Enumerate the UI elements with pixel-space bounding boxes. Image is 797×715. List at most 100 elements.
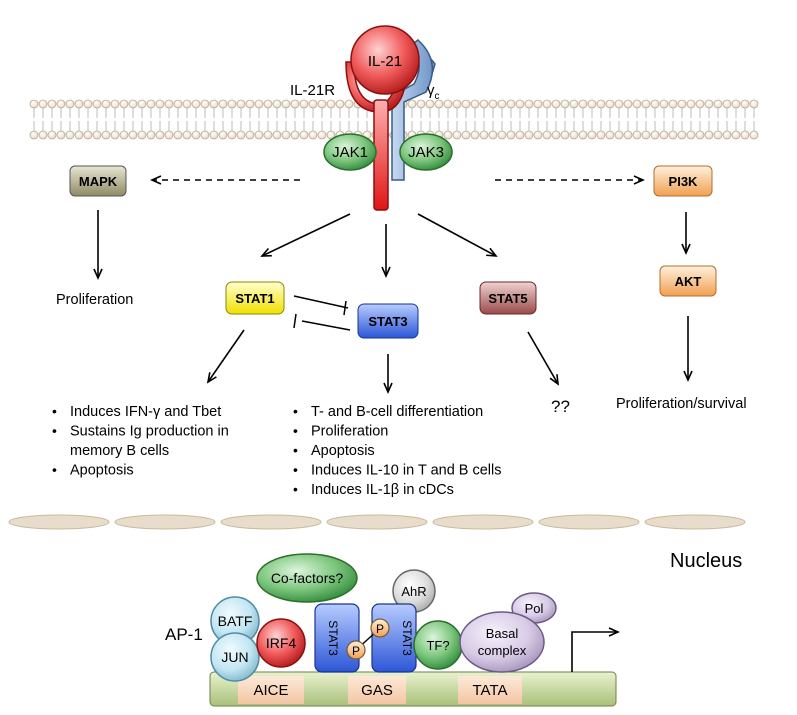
lipid-head	[146, 99, 156, 109]
lipid-head	[119, 99, 129, 109]
lipid-head	[704, 99, 714, 109]
lipid-head	[218, 130, 228, 140]
il21-label: IL-21	[368, 53, 402, 70]
lipid-head	[65, 99, 75, 109]
gamma-c-symbol: γ	[427, 82, 435, 99]
lipid-head	[695, 130, 705, 140]
lipid-head	[236, 130, 246, 140]
lipid-head	[686, 130, 696, 140]
pi3k-node	[653, 165, 713, 197]
stat1-label: STAT1	[235, 291, 274, 306]
lipid-head	[578, 130, 588, 140]
list-item: Induces IFN-γ and Tbet	[70, 404, 221, 420]
lipid-head	[236, 99, 246, 109]
jak3-kinase	[399, 133, 453, 171]
nuclear-membrane-segment	[220, 514, 322, 530]
lipid-head	[668, 130, 678, 140]
lipid-head	[515, 130, 525, 140]
lipid-head	[56, 130, 66, 140]
lipid-head	[587, 99, 597, 109]
lipid-head	[209, 130, 219, 140]
irf4-factor	[256, 618, 306, 668]
lipid-head	[641, 99, 651, 109]
lipid-head	[137, 130, 147, 140]
lipid-head	[677, 99, 687, 109]
lipid-head	[659, 99, 669, 109]
jun-factor	[210, 632, 260, 682]
lipid-head	[38, 99, 48, 109]
lipid-head	[551, 130, 561, 140]
lipid-head	[164, 130, 174, 140]
lipid-head	[254, 99, 264, 109]
lipid-head	[461, 99, 471, 109]
lipid-head	[542, 130, 552, 140]
stat3-outcome-list: •T- and B-cell differentiation•Prolifera…	[293, 403, 502, 498]
lipid-head	[506, 99, 516, 109]
lipid-head	[29, 130, 39, 140]
lipid-head	[245, 130, 255, 140]
lipid-head	[182, 99, 192, 109]
lipid-head	[524, 130, 534, 140]
arrow-stat5-outcomes	[527, 331, 559, 386]
lipid-head	[290, 99, 300, 109]
gas-label: GAS	[361, 682, 393, 699]
mapk-label: MAPK	[79, 174, 118, 189]
lipid-head	[650, 99, 660, 109]
nucleus-title: Nucleus	[670, 550, 742, 572]
lipid-head	[128, 99, 138, 109]
lipid-head	[146, 130, 156, 140]
irf4-label: IRF4	[266, 635, 297, 651]
lipid-head	[533, 130, 543, 140]
list-item: Induces IL-10 in T and B cells	[311, 463, 502, 479]
lipid-head	[641, 130, 651, 140]
lipid-head	[452, 130, 462, 140]
lipid-head	[713, 99, 723, 109]
lipid-head	[281, 99, 291, 109]
nuclear-membrane-segment	[432, 514, 534, 530]
lipid-head	[749, 99, 759, 109]
lipid-head	[155, 99, 165, 109]
lipid-head	[74, 99, 84, 109]
bullet-marker: •	[52, 423, 57, 439]
lipid-head	[272, 99, 282, 109]
nuclear-membrane-segment	[644, 514, 746, 530]
gamma-c-subscript: c	[435, 91, 440, 102]
lipid-head	[650, 130, 660, 140]
lipid-head	[623, 130, 633, 140]
lipid-head	[434, 99, 444, 109]
lipid-head	[659, 130, 669, 140]
membrane-outer-leaflet	[29, 99, 759, 118]
arrow-to-stat1	[260, 213, 351, 257]
lipid-head	[488, 130, 498, 140]
list-item: Proliferation	[311, 424, 388, 440]
basal-label-line2: complex	[478, 643, 527, 658]
ap1-label: AP-1	[165, 625, 203, 644]
lipid-head	[686, 99, 696, 109]
arrow-to-stat5	[417, 213, 498, 257]
tata-label: TATA	[473, 682, 508, 699]
lipid-head	[65, 130, 75, 140]
stat3-right-label: STAT3	[400, 620, 414, 656]
stat1-stat3-inhibition	[293, 295, 351, 331]
jak1-kinase	[323, 133, 377, 171]
list-item: Sustains Ig production in	[70, 424, 229, 440]
jak3-label: JAK3	[408, 144, 444, 161]
gas-site	[348, 676, 406, 704]
transcription-start-arrow	[571, 627, 620, 672]
lipid-head	[416, 99, 426, 109]
pol-label: Pol	[525, 601, 544, 616]
nuclear-membrane-segment	[8, 514, 110, 530]
stat5-node	[479, 281, 537, 315]
bullet-marker: •	[293, 423, 298, 439]
akt-label: AKT	[675, 274, 702, 289]
lipid-head	[749, 130, 759, 140]
lipid-head	[74, 130, 84, 140]
lipid-head	[155, 130, 165, 140]
lipid-head	[182, 130, 192, 140]
lipid-head	[443, 130, 453, 140]
lipid-head	[209, 99, 219, 109]
lipid-head	[335, 99, 345, 109]
nuclear-membrane	[8, 514, 746, 530]
lipid-head	[407, 99, 417, 109]
